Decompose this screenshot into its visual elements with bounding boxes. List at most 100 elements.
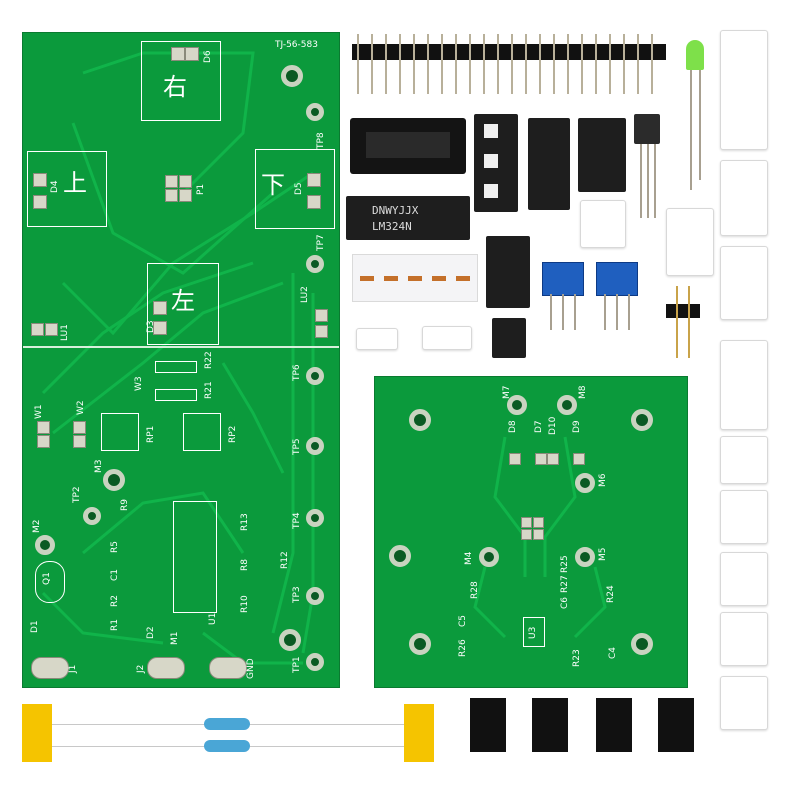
label-r10: R10 [240, 595, 250, 613]
test-point-tp4 [306, 509, 324, 527]
smd-tape-column [720, 246, 768, 320]
soic-chip [578, 118, 626, 192]
panel-divider [23, 346, 339, 348]
label-tp2: TP2 [72, 486, 82, 503]
female-header [596, 698, 632, 752]
pad [73, 435, 86, 448]
label-r24: R24 [606, 585, 616, 603]
test-point-tp2 [83, 507, 101, 525]
pad [165, 189, 178, 202]
mount-hole-m5 [575, 547, 595, 567]
label-r9: R9 [120, 499, 130, 511]
label-w3: W3 [134, 376, 144, 391]
lm324n-chip: DNWYJJX LM324N [346, 196, 470, 240]
label-r22: R22 [204, 351, 214, 369]
ic-marking-line1: DNWYJJX [372, 204, 419, 217]
jumper-cap [492, 318, 526, 358]
pad [179, 189, 192, 202]
label-lu2: LU2 [300, 286, 310, 303]
female-header [532, 698, 568, 752]
label-m1: M1 [170, 631, 180, 646]
label-m3: M3 [94, 459, 104, 474]
label-d3: D3 [146, 320, 156, 333]
test-point-tp3 [306, 587, 324, 605]
ic-socket [350, 118, 466, 174]
label-r26: R26 [458, 639, 468, 657]
mount-hole [631, 633, 653, 655]
transistor-leg [640, 144, 642, 218]
pad [73, 421, 86, 434]
char-left: 左 [171, 287, 195, 315]
pin-header-pins [357, 34, 653, 94]
label-r2: R2 [110, 595, 120, 607]
pcb-board-right: M7 M8 D8 D7 D10 D9 M6 M4 M5 R28 R25 R27 … [374, 376, 688, 688]
pad [535, 453, 547, 465]
pad [45, 323, 58, 336]
smd-tape-column [720, 30, 768, 150]
mount-hole-m8 [557, 395, 577, 415]
label-d7: D7 [534, 420, 544, 433]
label-r23: R23 [572, 649, 582, 667]
label-d9: D9 [572, 420, 582, 433]
rgb-led-strip [474, 114, 518, 212]
pad [171, 47, 185, 61]
label-q1: Q1 [42, 572, 52, 585]
traces-left [41, 51, 315, 665]
header-pin [688, 286, 690, 358]
white-connector [666, 208, 714, 276]
footprint-rp1 [101, 413, 139, 451]
test-point-tp7 [306, 255, 324, 273]
char-down: 下 [261, 171, 285, 199]
label-r8: R8 [240, 559, 250, 571]
sot-package [486, 236, 530, 308]
label-lu1: LU1 [60, 324, 70, 341]
mount-hole-m1 [279, 629, 301, 651]
pad [533, 529, 544, 540]
pot-leg [574, 294, 576, 330]
label-j2: J2 [136, 664, 146, 673]
smd-tape-column [720, 612, 768, 666]
label-r5: R5 [110, 541, 120, 553]
char-up: 上 [63, 169, 87, 197]
direction-box-right [141, 41, 221, 121]
label-d2: D2 [146, 626, 156, 639]
header-pin [676, 286, 678, 358]
pad [521, 517, 532, 528]
pad [509, 453, 521, 465]
pad [315, 309, 328, 322]
resistor [204, 740, 250, 752]
smd-tape-column [720, 552, 768, 606]
transistor [634, 114, 660, 144]
mount-hole-m4 [479, 547, 499, 567]
label-r25: R25 [560, 555, 570, 573]
label-rp2: RP2 [228, 425, 238, 443]
soic-chip [528, 118, 570, 210]
footprint-rp2 [183, 413, 221, 451]
label-tp6: TP6 [292, 364, 302, 381]
label-d1: D1 [30, 620, 40, 633]
direction-box-up [27, 151, 107, 227]
smd-tape-piece [422, 326, 472, 350]
female-header [470, 698, 506, 752]
label-d6: D6 [203, 50, 213, 63]
pad [573, 453, 585, 465]
label-r27: R27 [560, 575, 570, 593]
label-m5: M5 [598, 547, 608, 562]
label-m6: M6 [598, 473, 608, 488]
pot-leg [562, 294, 564, 330]
smd-part [456, 276, 470, 281]
pot-leg [604, 294, 606, 330]
test-point-tp1 [306, 653, 324, 671]
label-p1: P1 [196, 183, 206, 195]
label-w2: W2 [76, 400, 86, 415]
smd-tape-piece [356, 328, 398, 350]
green-led [686, 40, 704, 70]
footprint-u1 [173, 501, 217, 613]
label-u1: U1 [208, 612, 218, 625]
label-c1: C1 [110, 568, 120, 581]
footprint-q1 [35, 561, 65, 603]
test-point-tp8 [306, 103, 324, 121]
pad [37, 435, 50, 448]
pad [179, 175, 192, 188]
pad [521, 529, 532, 540]
